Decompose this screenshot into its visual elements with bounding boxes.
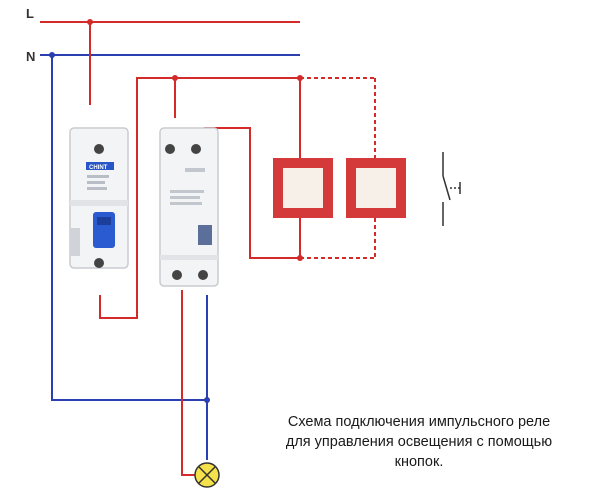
caption-line-3: кнопок. — [394, 454, 444, 470]
caption-line-2: для управления освещения с помощью — [285, 434, 553, 450]
push-button-2 — [346, 158, 406, 218]
diagram-caption: Схема подключения импульсного реле для у… — [238, 412, 600, 472]
breaker-output-wire — [99, 77, 300, 319]
push-button-1 — [273, 158, 333, 218]
breaker-brand-text: CHINT — [89, 165, 108, 171]
circuit-breaker: CHINT — [69, 127, 129, 269]
neutral-label: N — [26, 49, 36, 64]
caption-line-1: Схема подключения импульсного реле — [287, 414, 551, 430]
impulse-relay — [159, 127, 219, 287]
phase-label: L — [26, 6, 34, 21]
switch-symbol-icon — [442, 152, 461, 226]
relay-to-lamp-wire — [181, 290, 195, 476]
lamp-icon — [194, 462, 220, 488]
neutral-return-wire — [51, 55, 208, 460]
